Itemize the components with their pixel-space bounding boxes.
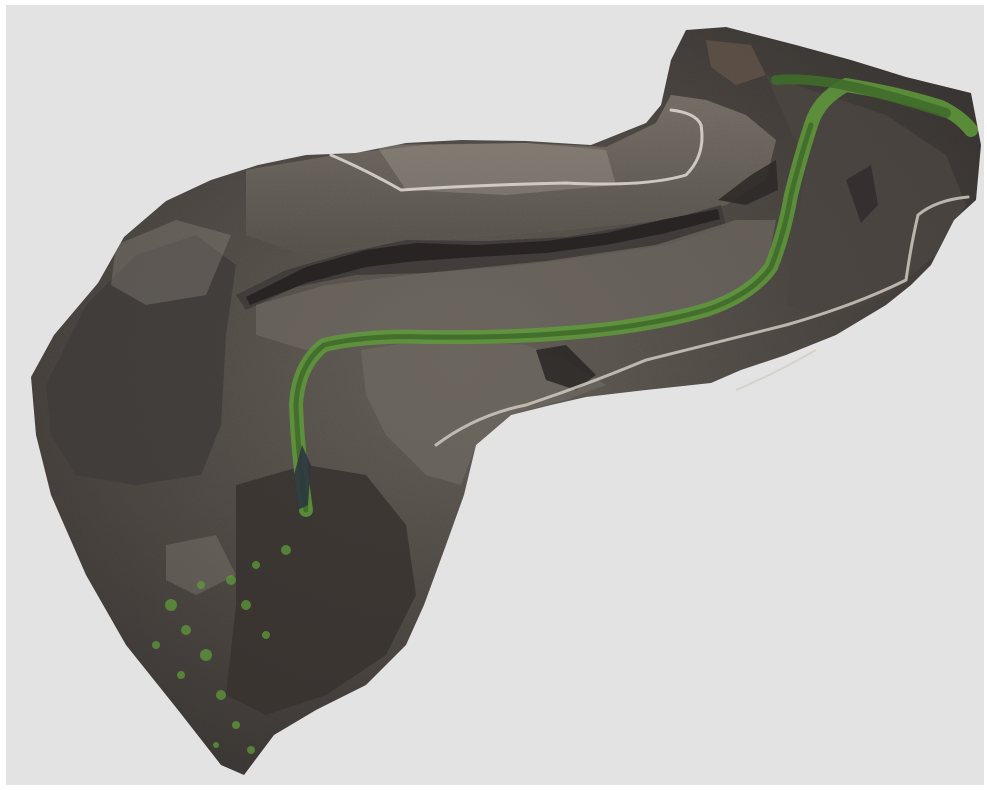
point-cloud-viewer[interactable] [6,5,984,785]
terrain-render[interactable] [6,5,984,785]
terrain-mesh-icon [31,27,981,775]
trail-icon [329,108,970,447]
creek-vegetation-icon [152,74,978,754]
